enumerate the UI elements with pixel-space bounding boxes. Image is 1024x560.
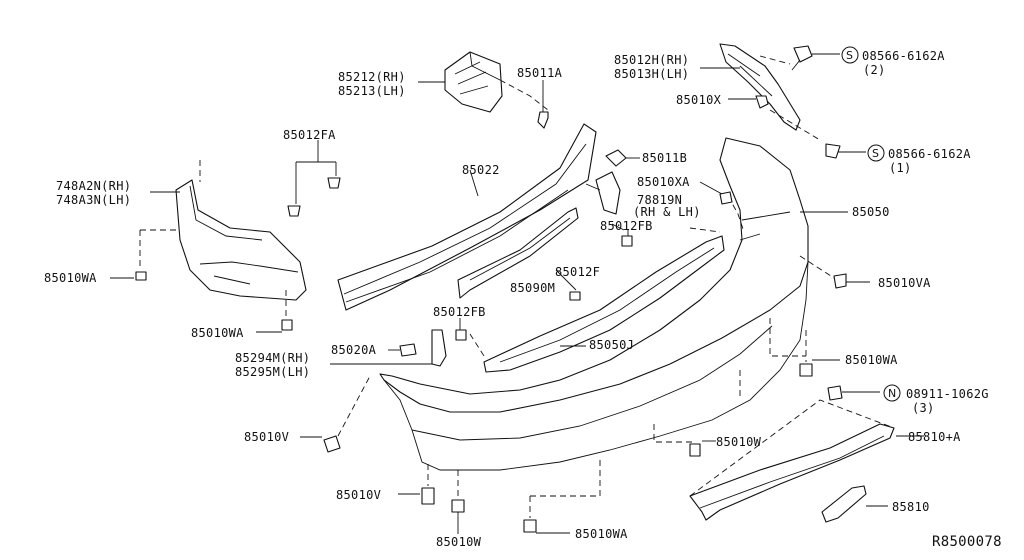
label-85010WA-bottom: 85010WA <box>575 527 628 541</box>
clip-85010WA-left <box>110 271 147 281</box>
clip-85010VA <box>799 255 870 289</box>
screw-symbol-letter: S <box>872 147 879 160</box>
label-85010XA: 85010XA <box>637 175 690 189</box>
label-85011A: 85011A <box>517 66 563 80</box>
label-85213: 85213(LH) <box>338 84 406 98</box>
absorber-85090M <box>457 207 579 299</box>
nut-symbol-icon <box>883 384 901 402</box>
label-85013H: 85013H(LH) <box>614 67 689 81</box>
label-85010W-1: 85010W <box>716 435 762 449</box>
clip-85010WA-bottom <box>523 456 601 534</box>
label-85010W-2: 85010W <box>436 535 482 549</box>
label-85012FA: 85012FA <box>283 128 336 142</box>
garnish-85810 <box>821 485 888 523</box>
label-748A2N: 748A2N(RH) <box>56 179 131 193</box>
clip-85010XA <box>699 181 733 205</box>
leader-lines <box>555 183 625 291</box>
clip-85012F <box>569 291 581 301</box>
clip-85012FB-mid <box>455 318 467 341</box>
label-85020A: 85020A <box>331 343 377 357</box>
label-85050J: 85050J <box>589 338 634 352</box>
label-748A3N: 748A3N(LH) <box>56 193 131 207</box>
screw-85010V-2 <box>398 464 435 505</box>
clip-85011A <box>537 80 549 129</box>
label-85012H: 85012H(RH) <box>614 53 689 67</box>
screw-08566-b: S <box>825 143 885 162</box>
label-85012F: 85012F <box>555 265 600 279</box>
part-labels: 85212(RH) 85213(LH) 85011A 85012H(RH) 85… <box>44 49 1002 550</box>
label-85294M: 85294M(RH) <box>235 351 310 365</box>
label-85010V-1: 85010V <box>244 430 289 444</box>
label-85212: 85212(RH) <box>338 70 406 84</box>
label-85012FB-top: 85012FB <box>600 219 653 233</box>
rear-bumper-fascia-85050 <box>379 137 848 471</box>
label-85010V-2: 85010V <box>336 488 381 502</box>
bumper-bracket-85212 <box>418 51 549 113</box>
label-08566-a-qty: (2) <box>863 63 886 77</box>
label-08566-b: 08566-6162A <box>888 147 971 161</box>
label-08566-a: 08566-6162A <box>862 49 945 63</box>
splash-shield-748A2N <box>139 160 307 301</box>
clip-85012FA <box>287 140 341 217</box>
label-78819N: 78819N <box>637 193 682 207</box>
bracket-78819N <box>595 171 621 215</box>
label-08911-qty: (3) <box>912 401 935 415</box>
label-85011B: 85011B <box>642 151 687 165</box>
bolt-85010X <box>728 95 769 109</box>
label-85010WA-right: 85010WA <box>845 353 898 367</box>
label-85090M: 85090M <box>510 281 555 295</box>
label-08566-b-qty: (1) <box>889 161 912 175</box>
reinforcement-85022 <box>337 123 597 311</box>
clip-85010WA-right <box>769 318 840 377</box>
screw-08566-a: S <box>791 45 859 71</box>
clip-85011B <box>605 149 640 167</box>
screw-symbol-letter: S <box>846 49 853 62</box>
clip-85010W-1 <box>451 470 465 534</box>
screw-85010V-1 <box>300 375 371 453</box>
label-85010WA-left: 85010WA <box>44 271 97 285</box>
lower-garnish-85810A <box>689 399 924 521</box>
label-85295M: 85295M(LH) <box>235 365 310 379</box>
clip-85010W-2 <box>653 370 741 457</box>
label-85010X: 85010X <box>676 93 722 107</box>
bracket-85294M <box>330 329 447 367</box>
screw-symbol-icon <box>841 46 859 64</box>
label-85022: 85022 <box>462 163 500 177</box>
energy-absorber-85050J <box>469 227 725 373</box>
nut-08911: N <box>827 384 901 402</box>
label-85810A: 85810+A <box>908 430 961 444</box>
nut-symbol-letter: N <box>888 387 896 400</box>
clip-85010WA-2 <box>256 290 293 333</box>
label-85010VA: 85010VA <box>878 276 931 290</box>
clip-85012FB-top <box>621 230 633 247</box>
label-85050: 85050 <box>852 205 890 219</box>
label-85012FB-mid: 85012FB <box>433 305 486 319</box>
side-bracket-85012H <box>700 43 821 141</box>
label-85010WA-2: 85010WA <box>191 326 244 340</box>
label-85810: 85810 <box>892 500 930 514</box>
diagram-reference-number: R8500078 <box>932 534 1002 550</box>
label-08911: 08911-1062G <box>906 387 989 401</box>
screw-symbol-icon <box>867 144 885 162</box>
label-78819N-sub: (RH & LH) <box>633 205 701 219</box>
